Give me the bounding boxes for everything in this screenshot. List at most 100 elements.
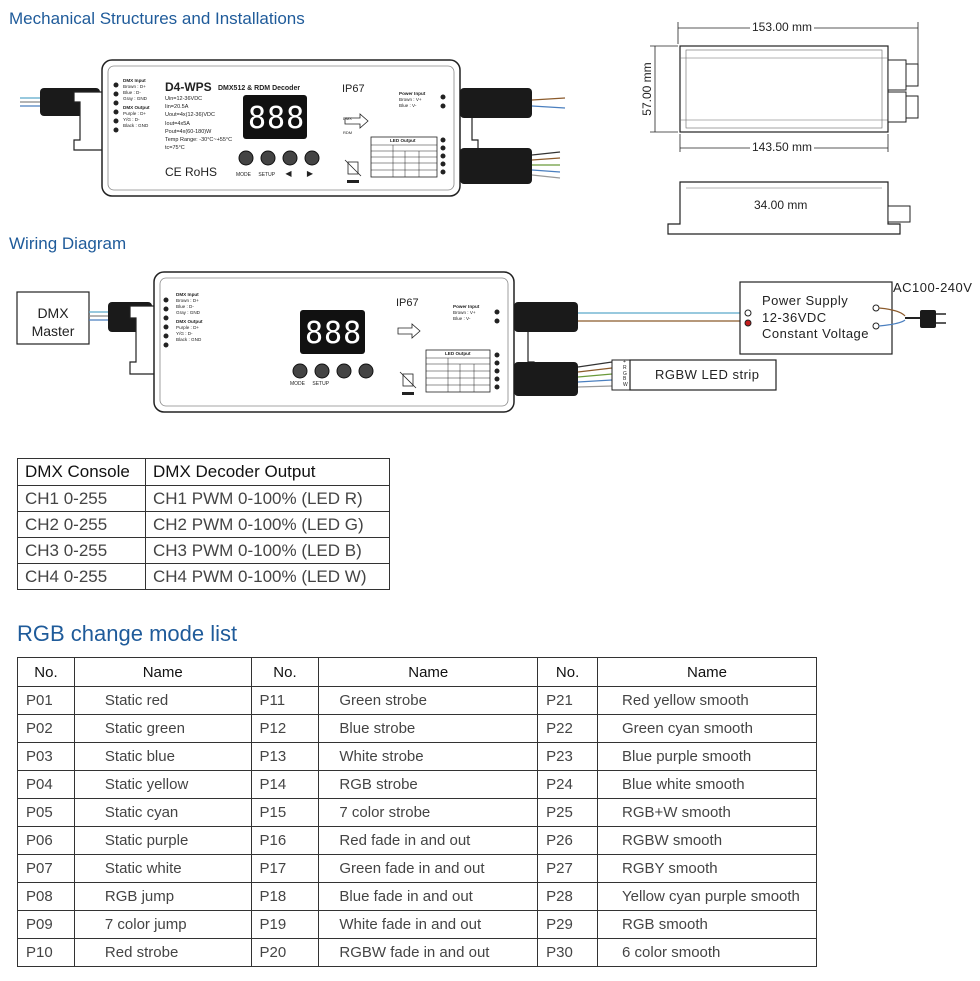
mode-name-cell: Green cyan smooth [597,714,817,743]
wiring-button-labels: MODE SETUP [290,381,329,387]
mode-name-cell: Red strobe [73,938,252,967]
table-header: DMX Console [17,458,146,486]
setup-label: SETUP [258,172,275,178]
table-cell: CH3 PWM 0-100% (LED B) [145,537,390,564]
table-cell: CH1 PWM 0-100% (LED R) [145,485,390,512]
wiring-display-digits: 888 [305,316,363,351]
device-subtitle: DMX512 & RDM Decoder [218,85,301,92]
mode-number-cell: P01 [17,686,75,715]
table-cell: CH2 PWM 0-100% (LED G) [145,511,390,538]
dmx-output-row: Purple : D+ [123,111,147,116]
led-strip-box [629,359,777,391]
mode-number-cell: P15 [250,798,320,827]
power-supply-box [739,281,893,355]
dmx-output-row: Black : GND [176,337,202,342]
mode-name-cell: Green fade in and out [318,854,539,883]
mode-number-cell: P04 [17,770,75,799]
mode-name-cell: Blue purple smooth [597,742,817,771]
mode-name-cell: RGB+W smooth [597,798,817,827]
mode-name-cell: Static purple [73,826,252,855]
table-header: No. [250,657,320,687]
power-input-title: Power Input [399,91,426,96]
power-supply-line: 12-36VDC [762,309,827,325]
dmx-input-row: Brown : D+ [123,84,146,89]
mode-label: MODE [290,381,305,387]
dmx-master-line: Master [31,323,75,339]
table-header: Name [597,657,817,687]
led-strip-label: RGBW LED strip [655,367,760,382]
right-arrow-icon: ▶ [306,169,314,178]
mode-number-cell: P24 [537,770,599,799]
table-cell: CH3 0-255 [17,537,146,564]
dmx-output-title: DMX Output [176,319,203,324]
device-buttons [238,150,320,166]
mode-name-cell: 7 color jump [73,910,252,939]
power-input-block: Power Input Brown : V+ Blue : V- [399,91,425,109]
mode-number-cell: P05 [17,798,75,827]
mode-name-cell: RGB smooth [597,910,817,939]
table-cell: CH1 0-255 [17,485,146,512]
wiring-drawing [16,271,946,413]
mode-name-cell: Static red [73,686,252,715]
display-digits: 888 [248,101,306,136]
mode-name-cell: White strobe [318,742,539,771]
mode-name-cell: RGBY smooth [597,854,817,883]
table-cell: CH2 0-255 [17,511,146,538]
mode-number-cell: P27 [537,854,599,883]
dmx-output-row: Y/G : D- [123,117,140,122]
table-header: No. [17,657,75,687]
mode-number-cell: P13 [250,742,320,771]
mode-name-cell: 7 color strobe [318,798,539,827]
mode-number-cell: P22 [537,714,599,743]
mode-number-cell: P30 [537,938,599,967]
mechanical-title: Mechanical Structures and Installations [9,9,305,28]
weee-bin-icon [347,161,359,175]
power-input-row: Blue : V- [399,103,417,108]
power-input-row: Blue : V- [453,316,471,321]
mode-number-cell: P20 [250,938,320,967]
device-model: D4-WPS [165,80,212,94]
dmx-output-row: Purple : D+ [176,325,200,330]
spec-line: Temp Range: -30°C~+55°C [165,137,233,144]
mode-name-cell: Blue strobe [318,714,539,743]
mode-name-cell: Green strobe [318,686,539,715]
wiring-power-input-block: Power Input Brown : V+ Blue : V- [453,304,479,322]
dmx-arrow-label: DMX [343,116,352,121]
mode-name-cell: Static yellow [73,770,252,799]
ac-voltage-label: AC100-240V [893,280,973,295]
ac-plug-icon [920,310,936,328]
mode-list-title: RGB change mode list [17,621,238,646]
dmx-input-row: Blue : D- [176,304,194,309]
mode-name-cell: Blue fade in and out [318,882,539,911]
table-header: Name [318,657,539,687]
mode-number-cell: P07 [17,854,75,883]
dim-depth: 34.00 mm [754,198,808,212]
mode-name-cell: Red yellow smooth [597,686,817,715]
dmx-input-row: Gray : GND [176,310,200,315]
table-row: CH3 0-255 CH3 PWM 0-100% (LED B) [17,537,390,564]
spec-line: Uin=12-36VDC [165,96,203,102]
mode-name-cell: 6 color smooth [597,938,817,967]
dmx-input-title: DMX Input [176,292,199,297]
rdm-arrow-label: RDM [343,130,353,135]
dmx-output-row: Y/G : D- [176,331,193,336]
mode-name-cell: RGB strobe [318,770,539,799]
table-cell: CH4 0-255 [17,563,146,590]
table-header: DMX Decoder Output [145,458,390,486]
spec-line: Uout=4x(12-36)VDC [165,112,215,119]
left-arrow-icon: ◀ [285,169,292,178]
power-supply-label: Power Supply 12-36VDC Constant Voltage [762,293,869,343]
mode-number-cell: P06 [17,826,75,855]
mode-number-cell: P26 [537,826,599,855]
display-panel [243,95,307,139]
strip-pin: + [623,359,626,365]
dimension-top-view [650,22,919,152]
right-cables [460,88,566,184]
dmx-input-row: Gray : GND [123,96,147,101]
